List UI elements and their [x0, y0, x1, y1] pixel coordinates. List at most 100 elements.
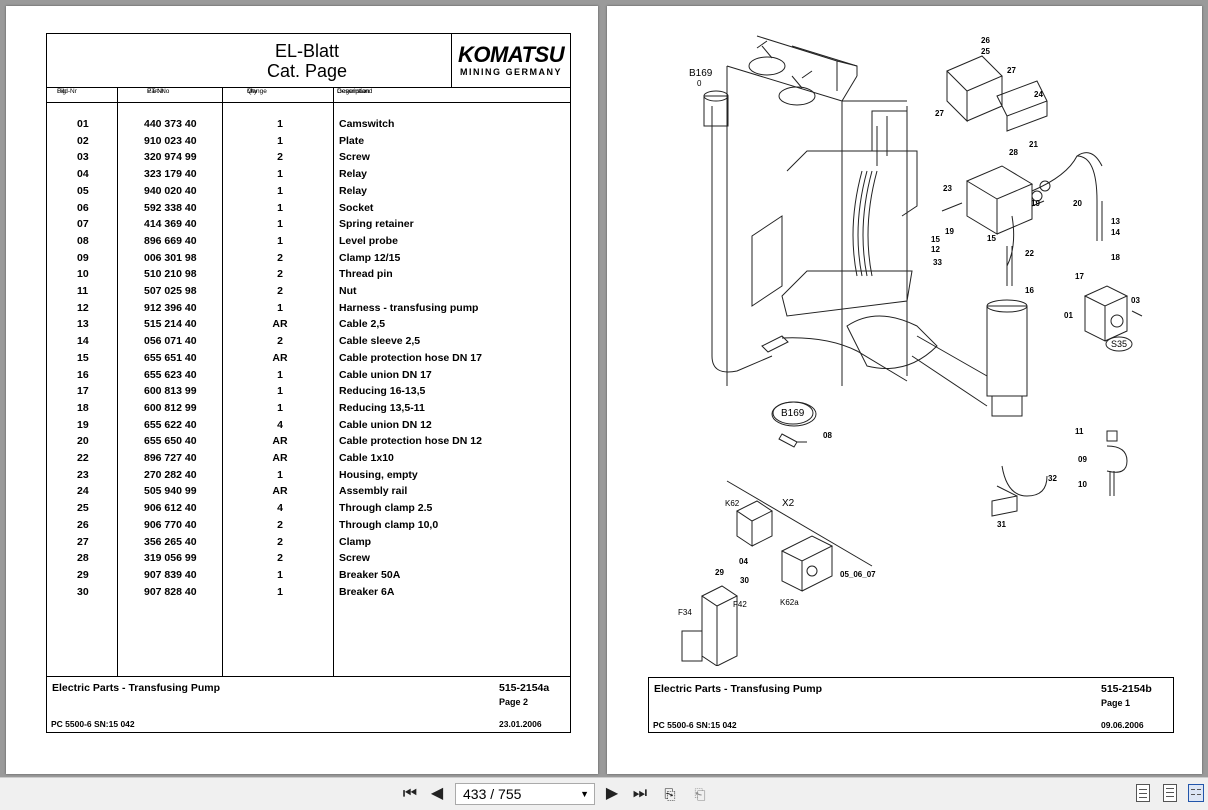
cell-description: Through clamp 10,0 [339, 518, 439, 531]
cell-fig: 28 [77, 552, 89, 565]
label-14: 14 [1111, 228, 1120, 237]
cell-fig: 26 [77, 518, 89, 531]
paste-page-icon[interactable]: ⎗ [694, 786, 706, 802]
first-page-icon[interactable]: ⏮ [402, 785, 418, 802]
label-0: 0 [697, 79, 702, 88]
label-01: 01 [1064, 311, 1073, 320]
clamp-assembly [1106, 430, 1128, 496]
label-27a: 27 [1007, 66, 1016, 75]
drawing-labels: B169 0 B169 08 X2 K62 04 K62a 05_06_07 2… [678, 36, 1140, 617]
previous-page-icon[interactable]: ◀ [430, 785, 444, 802]
cell-description: Plate [339, 134, 365, 147]
label-26: 26 [981, 36, 990, 45]
label-f34: F34 [678, 608, 692, 617]
cell-fig: 10 [77, 268, 89, 281]
cell-fig: 06 [77, 201, 89, 214]
cell-part-no: 006 301 98 [144, 251, 197, 264]
cell-qty: 2 [277, 285, 283, 297]
cell-description: Breaker 6A [339, 585, 395, 598]
cell-description: Cable union DN 17 [339, 368, 432, 381]
sheet-footer-right: Electric Parts - Transfusing Pump 515-21… [648, 677, 1174, 733]
label-09: 09 [1078, 455, 1087, 464]
chevron-down-icon[interactable]: ▼ [580, 789, 589, 799]
cell-fig: 29 [77, 568, 89, 581]
cell-description: Relay [339, 184, 368, 197]
label-08: 08 [823, 431, 832, 440]
cell-qty: AR [272, 318, 288, 331]
cell-description: Cable protection hose DN 17 [339, 351, 482, 364]
label-20: 20 [1073, 199, 1082, 208]
cell-part-no: 907 839 40 [144, 568, 197, 581]
cell-fig: 15 [77, 351, 89, 364]
s35-callout-circle [1105, 336, 1133, 352]
cell-description: Harness - transfusing pump [339, 301, 479, 314]
cell-fig: 13 [77, 318, 89, 331]
single-page-view-icon[interactable] [1136, 784, 1150, 802]
cell-part-no: 319 056 99 [144, 552, 197, 565]
cell-description: Spring retainer [339, 218, 414, 231]
page-number-input[interactable]: 433 / 755 ▼ [455, 783, 595, 805]
cell-fig: 24 [77, 485, 89, 498]
label-13: 13 [1111, 217, 1120, 226]
cell-description: Screw [339, 552, 370, 565]
column-header-en: Qty [247, 88, 258, 95]
cell-qty: 1 [277, 234, 283, 247]
cell-fig: 16 [77, 368, 89, 381]
cell-part-no: 910 023 40 [144, 134, 197, 147]
cell-qty: 4 [277, 502, 283, 515]
label-10: 10 [1078, 480, 1087, 489]
sheet-header: EL-Blatt Cat. Page KOMATSU MINING GERMAN… [47, 34, 570, 88]
cell-part-no: 655 623 40 [144, 368, 197, 381]
cell-qty: 2 [277, 518, 283, 531]
cell-fig: 14 [77, 335, 89, 348]
cell-fig: 02 [77, 134, 89, 147]
cell-description: Level probe [339, 234, 398, 247]
cable-hose [986, 155, 1103, 417]
document-date: 23.01.2006 [499, 719, 542, 729]
cell-qty: 1 [277, 201, 283, 214]
cell-fig: 19 [77, 418, 89, 431]
cell-fig: 08 [77, 234, 89, 247]
cell-part-no: 356 265 40 [144, 535, 197, 548]
label-27b: 27 [935, 109, 944, 118]
label-16: 16 [1025, 286, 1034, 295]
cell-qty: AR [272, 351, 288, 364]
last-page-icon[interactable]: ⏭ [632, 785, 648, 802]
column-divider [222, 88, 223, 676]
label-18: 18 [1111, 253, 1120, 262]
cell-part-no: 906 612 40 [144, 502, 197, 515]
label-19a: 19 [1031, 199, 1040, 208]
title-line-1: EL-Blatt [274, 41, 340, 61]
column-header-en: Description [337, 88, 370, 95]
cell-part-no: 912 396 40 [144, 301, 197, 314]
label-11: 11 [1075, 427, 1084, 436]
copy-page-icon[interactable]: ⎘ [664, 786, 676, 802]
cell-part-no: 906 770 40 [144, 518, 197, 531]
cell-fig: 07 [77, 218, 89, 231]
continuous-view-icon[interactable] [1163, 784, 1177, 802]
cell-description: Screw [339, 151, 370, 164]
document-date: 09.06.2006 [1101, 720, 1144, 730]
sheet-footer: Electric Parts - Transfusing Pump 515-21… [47, 676, 570, 733]
cell-description: Reducing 16-13,5 [339, 385, 426, 398]
cell-description: Cable sleeve 2,5 [339, 335, 421, 348]
cell-qty: 1 [277, 368, 283, 381]
cell-qty: 2 [277, 335, 283, 348]
two-page-view-icon[interactable] [1188, 784, 1204, 802]
housing-23 [941, 152, 1103, 235]
next-page-icon[interactable]: ▶ [605, 785, 619, 802]
cell-description: Cable union DN 12 [339, 418, 432, 431]
